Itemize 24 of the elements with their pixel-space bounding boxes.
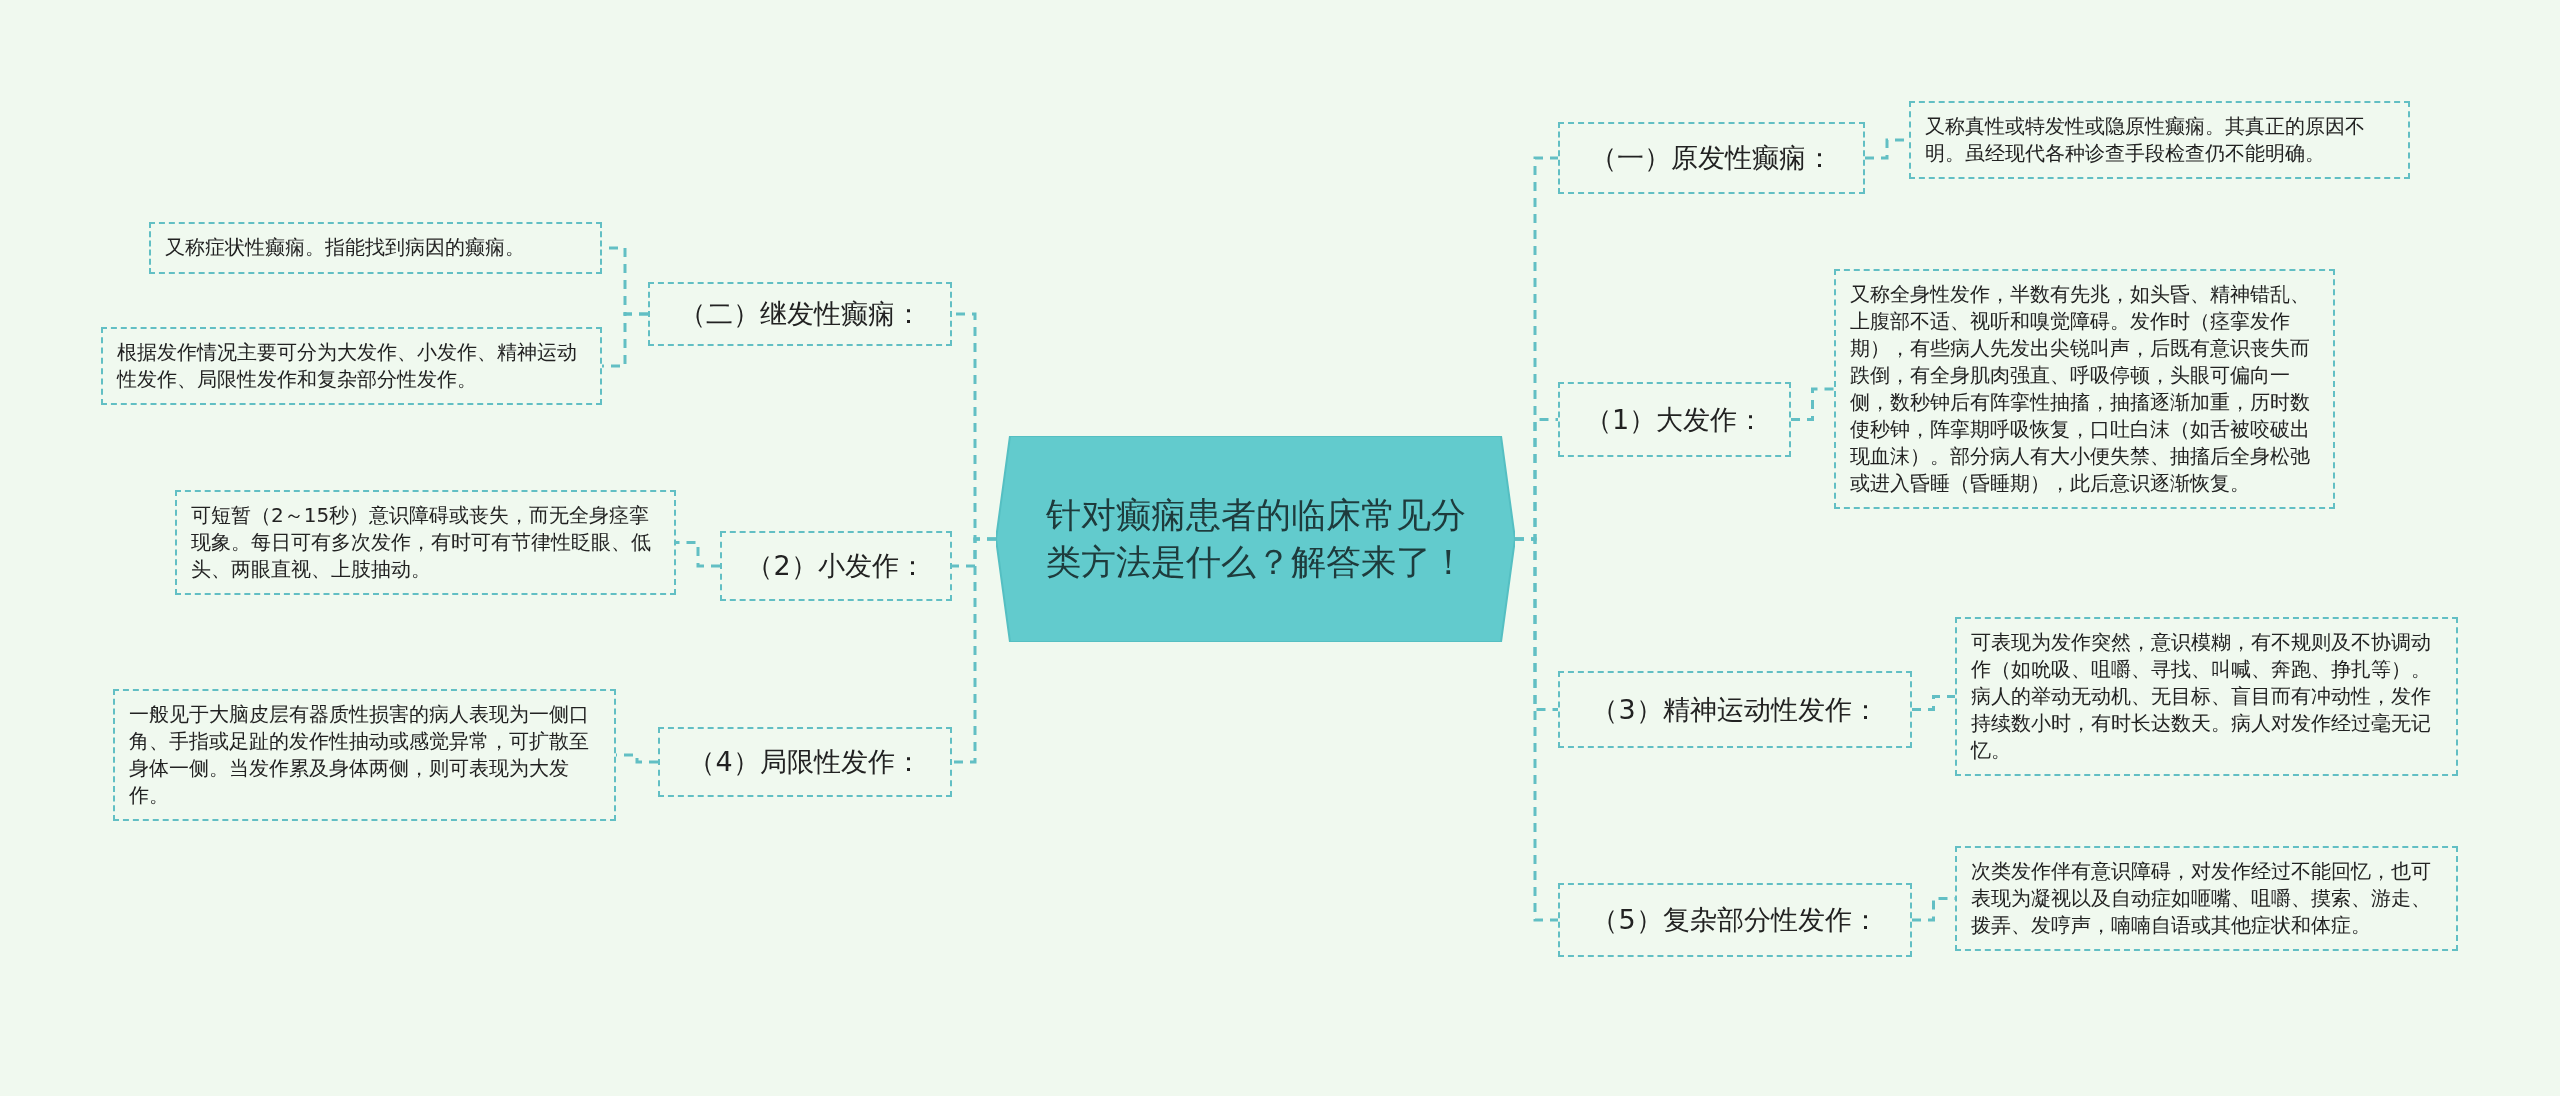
connector-line	[602, 312, 648, 368]
description-box: 一般见于大脑皮层有器质性损害的病人表现为一侧口角、手指或足趾的发作性抽动或感觉异常，可扩散至身体一侧。当发作累及身体两侧，则可表现为大发作。	[113, 689, 616, 821]
description-box: 可表现为发作突然，意识模糊，有不规则及不协调动作（如吮吸、咀嚼、寻找、叫喊、奔跑、挣扎等）。病人的举动无动机、无目标、盲目而有冲动性，发作持续数小时，有时长达数天。病人对发作经过毫无记忆。	[1955, 617, 2458, 776]
description-box: 又称全身性发作，半数有先兆，如头昏、精神错乱、上腹部不适、视听和嗅觉障碍。发作时（痉挛发作期），有些病人先发出尖锐叫声，后既有意识丧失而跌倒，有全身肌肉强直、呼吸停顿，头眼可偏向一侧，数秒钟后有阵挛性抽搐，抽搐逐渐加重，历时数使秒钟，阵挛期呼吸恢复，口吐白沫（如舌被咬破出现血沫）。部分病人有大小便失禁、抽搐后全身松弛或进入昏睡（昏睡期），此后意识逐渐恢复。	[1834, 269, 2335, 509]
category-box: （1）大发作：	[1558, 382, 1791, 457]
category-box: （4）局限性发作：	[658, 727, 952, 797]
connector-line	[1912, 695, 1955, 711]
connector-line	[616, 753, 658, 764]
description-box: 根据发作情况主要可分为大发作、小发作、精神运动性发作、局限性发作和复杂部分性发作。	[101, 327, 602, 405]
connector-line	[952, 537, 996, 764]
topic-title: 针对癫痫患者的临床常见分类方法是什么？解答来了！	[1044, 493, 1467, 584]
description-box: 又称真性或特发性或隐原性癫痫。其真正的原因不明。虽经现代各种诊查手段检查仍不能明确。	[1909, 101, 2410, 179]
connector-line	[1515, 537, 1558, 922]
category-box: （2）小发作：	[720, 531, 952, 601]
description-box: 次类发作伴有意识障碍，对发作经过不能回忆，也可表现为凝视以及自动症如咂嘴、咀嚼、摸索、游走、拨弄、发哼声，喃喃自语或其他症状和体症。	[1955, 846, 2458, 951]
connector-line	[1791, 387, 1834, 421]
central-topic	[996, 436, 1515, 642]
description-box: 可短暂（2～15秒）意识障碍或丧失，而无全身痉挛现象。每日可有多次发作，有时可有节律性眨眼、低头、两眼直视、上肢抽动。	[175, 490, 676, 595]
category-box: （一）原发性癫痫：	[1558, 122, 1865, 194]
category-box: （3）精神运动性发作：	[1558, 671, 1912, 748]
category-box: （5）复杂部分性发作：	[1558, 883, 1912, 957]
description-box: 又称症状性癫痫。指能找到病因的癫痫。	[149, 222, 602, 274]
connector-line	[676, 541, 720, 568]
category-box: （二）继发性癫痫：	[648, 282, 952, 346]
